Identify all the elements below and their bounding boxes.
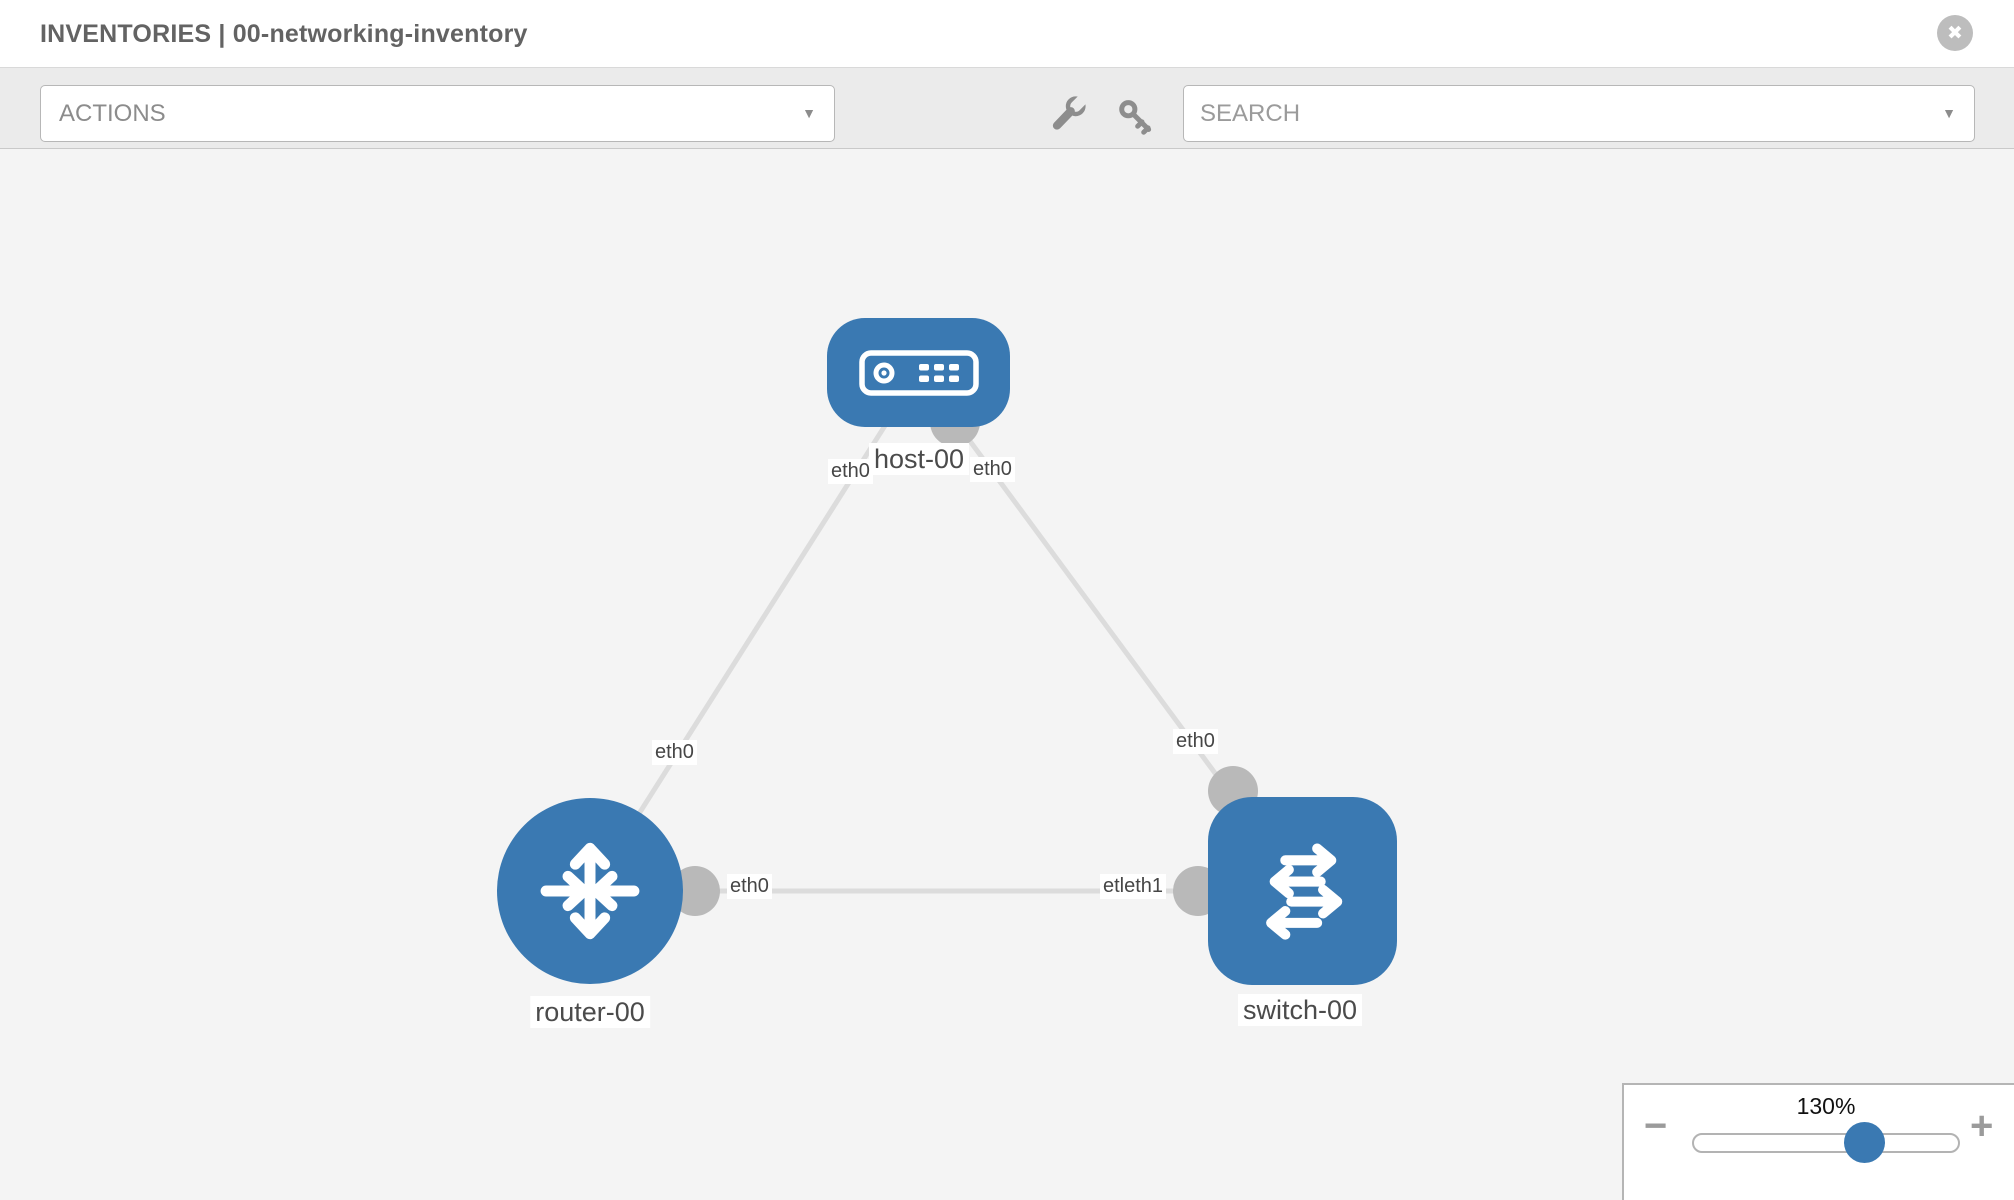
zoom-out-button[interactable]: − [1644, 1103, 1667, 1149]
node-router-00[interactable] [497, 798, 683, 984]
zoom-percent: 130% [1796, 1093, 1856, 1119]
host-icon [858, 349, 979, 396]
zoom-panel: 130% − + [1622, 1083, 2014, 1200]
link-host-router[interactable] [587, 370, 922, 893]
chevron-down-icon: ▼ [802, 105, 816, 121]
wrench-icon [1052, 88, 1094, 130]
topology-links-layer [587, 370, 1305, 916]
actions-dropdown[interactable]: ACTIONS ▼ [40, 85, 835, 142]
zoom-in-button[interactable]: + [1970, 1103, 1993, 1149]
node-label-host: host-00 [868, 443, 970, 476]
toolbar: ACTIONS ▼ ▼ [0, 68, 2014, 149]
zoom-slider-handle[interactable] [1844, 1122, 1885, 1163]
interface-label-switch-top: eth0 [1173, 729, 1218, 754]
plus-icon: + [1970, 1104, 1994, 1148]
header-bar: INVENTORIES | 00-networking-inventory ✖ [0, 0, 2014, 68]
configure-button[interactable] [1046, 88, 1094, 136]
interface-label-router-link: eth0 [652, 740, 697, 765]
interface-label-host-left: eth0 [828, 459, 873, 484]
search-input[interactable] [1184, 86, 1974, 141]
key-icon [1119, 100, 1152, 135]
interface-label-switch-eth1: etleth1 [1100, 874, 1167, 899]
topology-canvas[interactable]: host-00 eth0 eth0 eth0 eth0 eth0 etleth1… [0, 149, 2014, 1200]
close-button[interactable]: ✖ [1937, 15, 1973, 51]
interface-label-router-eth0: eth0 [727, 874, 772, 899]
zoom-slider-track[interactable] [1692, 1133, 1960, 1153]
close-icon: ✖ [1947, 22, 1963, 44]
interface-dot-router [670, 866, 720, 916]
credentials-button[interactable] [1114, 96, 1158, 140]
chevron-down-icon[interactable]: ▼ [1942, 105, 1956, 121]
search-dropdown: ▼ [1183, 85, 1975, 142]
node-switch-00[interactable] [1208, 797, 1397, 985]
interface-label-host-right: eth0 [970, 457, 1015, 482]
switch-icon [1265, 843, 1342, 940]
actions-dropdown-label: ACTIONS [59, 100, 166, 127]
page-title: INVENTORIES | 00-networking-inventory [40, 20, 528, 48]
minus-icon: − [1644, 1104, 1668, 1148]
node-label-router: router-00 [530, 996, 650, 1029]
node-label-switch: switch-00 [1237, 994, 1363, 1027]
router-icon [540, 842, 640, 940]
node-host-00[interactable] [827, 318, 1010, 427]
